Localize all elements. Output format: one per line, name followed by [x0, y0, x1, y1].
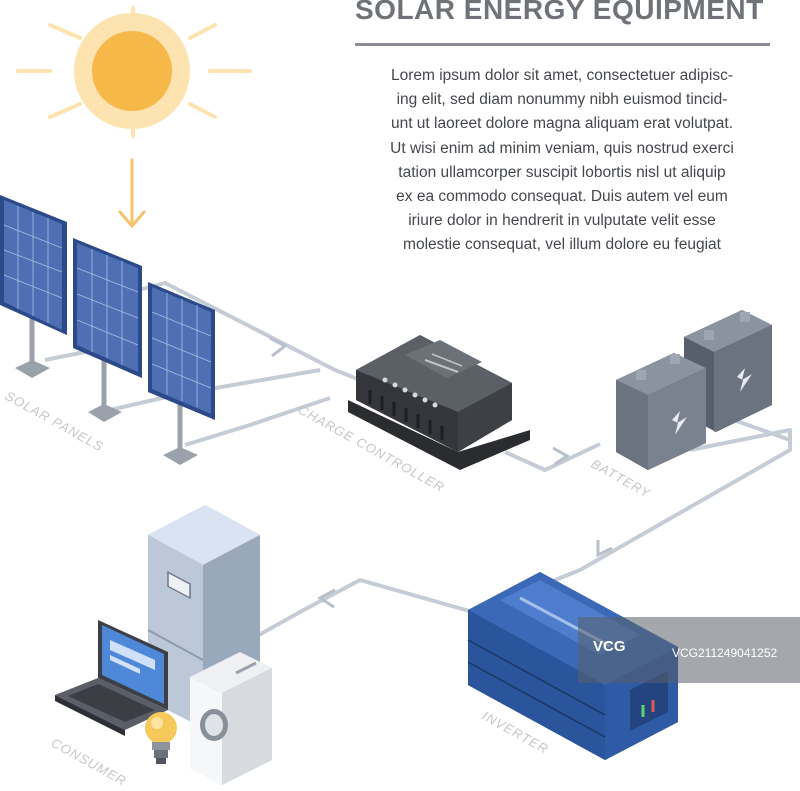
- description-text: Lorem ipsum dolor sit amet, consectetuer…: [352, 64, 772, 258]
- description-line: molestie consequat, vel illum dolore eu …: [403, 236, 721, 254]
- description-line: unt ut laoreet dolore magna aliquam erat…: [390, 115, 734, 133]
- description-line: ing elit, sed diam nonummy nibh euismod …: [396, 91, 728, 109]
- washing-machine-icon: [190, 652, 272, 785]
- description-line: ex ea commodo consequat. Duis autem vel …: [396, 188, 728, 206]
- description-line: Ut wisi enim ad minim veniam, quis nostr…: [390, 139, 734, 157]
- title-divider: [355, 43, 770, 46]
- description-line: tation ullamcorper suscipit lobortis nis…: [398, 163, 726, 181]
- light-bulb-icon: [145, 712, 177, 764]
- solar-panel-icon: [0, 195, 215, 465]
- wire-arrows: [269, 336, 613, 609]
- charge-controller-icon: [348, 335, 530, 470]
- description-line: Lorem ipsum dolor sit amet, consectetuer…: [390, 67, 733, 84]
- watermark-logo: VCG: [593, 638, 626, 655]
- sun-icon: [16, 6, 252, 138]
- watermark-id: VCG211249041252: [672, 646, 778, 660]
- battery-icon: [616, 310, 772, 470]
- watermark: [578, 617, 800, 683]
- laptop-icon: [55, 620, 168, 736]
- arrow-down-icon: [118, 158, 146, 229]
- page-title: SOLAR ENERGY EQUIPMENT: [355, 0, 764, 25]
- description-line: iriure dolor in hendrerit in vulputate v…: [408, 212, 716, 230]
